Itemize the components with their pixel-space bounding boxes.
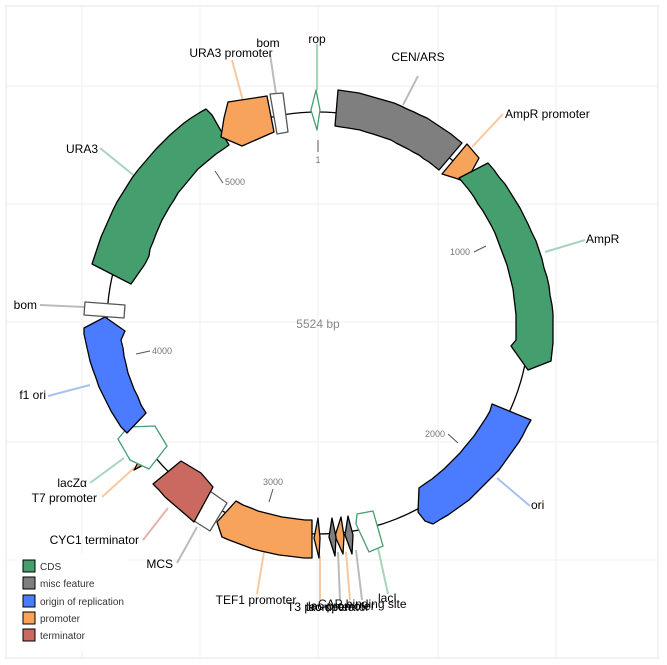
feature-cen-ars bbox=[334, 89, 463, 171]
label-ura3: URA3 bbox=[66, 142, 98, 156]
leader-t7 bbox=[101, 467, 135, 498]
label-tef1-promoter: TEF1 promoter bbox=[216, 593, 297, 607]
feature-ura3 bbox=[91, 108, 230, 285]
label-ura3-promoter: URA3 promoter bbox=[189, 46, 272, 60]
label-bom-left: bom bbox=[14, 298, 37, 312]
leader-lac-promoter bbox=[345, 551, 351, 601]
feature-tef1-promoter bbox=[216, 500, 313, 559]
leader-laci bbox=[377, 547, 389, 595]
legend-swatch-ori bbox=[22, 594, 36, 608]
feature-ampr bbox=[458, 162, 554, 371]
feature-cyc1-terminator bbox=[152, 460, 214, 523]
tick-label: 4000 bbox=[152, 346, 172, 356]
feature-lac-promoter bbox=[334, 516, 345, 555]
feature-labels: CEN/ARS AmpR promoter AmpR ori lacI CAP … bbox=[14, 32, 620, 614]
legend-label: CDS bbox=[40, 562, 61, 573]
leader-ampr bbox=[544, 239, 586, 253]
tick-label: 1 bbox=[315, 155, 320, 165]
feature-t3-promoter bbox=[313, 517, 321, 559]
label-rop: rop bbox=[308, 32, 326, 46]
legend-swatch-misc bbox=[22, 576, 36, 590]
plasmid-size-label: 5524 bp bbox=[296, 317, 340, 331]
feature-lacz bbox=[117, 425, 168, 470]
legend-swatch-cds bbox=[22, 559, 36, 573]
feature-f1-ori bbox=[83, 316, 147, 434]
leader-tef1-promoter bbox=[256, 551, 265, 595]
label-ampr: AmpR bbox=[586, 232, 620, 246]
label-laci: lacI bbox=[378, 591, 397, 605]
legend-label: promoter bbox=[40, 614, 81, 625]
grid bbox=[6, 6, 658, 658]
feature-lac-operator bbox=[328, 517, 337, 557]
label-lacz: lacZα bbox=[57, 476, 87, 490]
tick-label: 2000 bbox=[425, 429, 445, 439]
feature-laci bbox=[355, 510, 384, 553]
label-t7-promoter: T7 promoter bbox=[32, 491, 97, 505]
tick-label: 3000 bbox=[263, 477, 283, 487]
leader-bom-left bbox=[39, 304, 85, 308]
feature-cap-site bbox=[344, 515, 354, 555]
label-mcs: MCS bbox=[146, 557, 173, 571]
legend-item-misc: misc feature bbox=[22, 576, 95, 590]
leader-ampr-promoter bbox=[471, 113, 504, 148]
label-lac-promoter: lac promoter bbox=[308, 599, 375, 613]
label-cap-site: CAP binding site bbox=[318, 597, 407, 611]
leader-f1-ori bbox=[47, 384, 91, 397]
leader-bom-top bbox=[269, 53, 277, 95]
leader-ori bbox=[496, 477, 531, 507]
leader-lac-operator bbox=[337, 551, 341, 601]
label-t3-promoter: T3 promoter bbox=[287, 600, 352, 614]
feature-arcs bbox=[83, 89, 554, 559]
legend-swatch-promoter bbox=[22, 611, 36, 625]
tick-label: 5000 bbox=[225, 177, 245, 187]
legend-label: misc feature bbox=[40, 579, 95, 590]
tick-label: 1000 bbox=[450, 247, 470, 257]
leader-ura3 bbox=[99, 147, 138, 179]
legend-label: origin of replication bbox=[40, 597, 124, 608]
tick-marks bbox=[135, 140, 487, 503]
leader-lines bbox=[39, 44, 586, 601]
leader-cyc1 bbox=[142, 507, 169, 541]
label-cen-ars: CEN/ARS bbox=[391, 50, 444, 64]
leader-cap-site bbox=[355, 549, 363, 601]
label-f1-ori: f1 ori bbox=[19, 388, 46, 402]
leader-lacz bbox=[89, 457, 125, 484]
legend-item-promoter: promoter bbox=[22, 611, 81, 625]
legend-item-terminator: terminator bbox=[22, 628, 86, 642]
label-ampr-promoter: AmpR promoter bbox=[505, 107, 590, 121]
feature-ori bbox=[417, 403, 532, 525]
legend-swatch-terminator bbox=[22, 628, 36, 642]
label-lac-operator: lac operator bbox=[306, 600, 369, 614]
legend-item-ori: origin of replication bbox=[22, 594, 124, 608]
label-ori: ori bbox=[531, 498, 544, 512]
feature-ura3-promoter bbox=[220, 95, 275, 147]
label-bom-top: bom bbox=[256, 36, 279, 50]
tick-labels: 1 1000 2000 3000 4000 5000 bbox=[152, 155, 470, 487]
feature-rop bbox=[310, 89, 321, 131]
feature-bom-left bbox=[83, 301, 126, 319]
feature-bom-top bbox=[269, 92, 289, 135]
leader-cen-ars bbox=[402, 75, 419, 106]
label-cyc1-terminator: CYC1 terminator bbox=[50, 533, 139, 547]
leader-ura3-promoter bbox=[231, 59, 244, 102]
legend-item-cds: CDS bbox=[22, 559, 61, 573]
legend-label: terminator bbox=[40, 631, 86, 642]
legend: CDS misc feature origin of replication p… bbox=[16, 553, 128, 651]
leader-mcs bbox=[176, 526, 198, 564]
